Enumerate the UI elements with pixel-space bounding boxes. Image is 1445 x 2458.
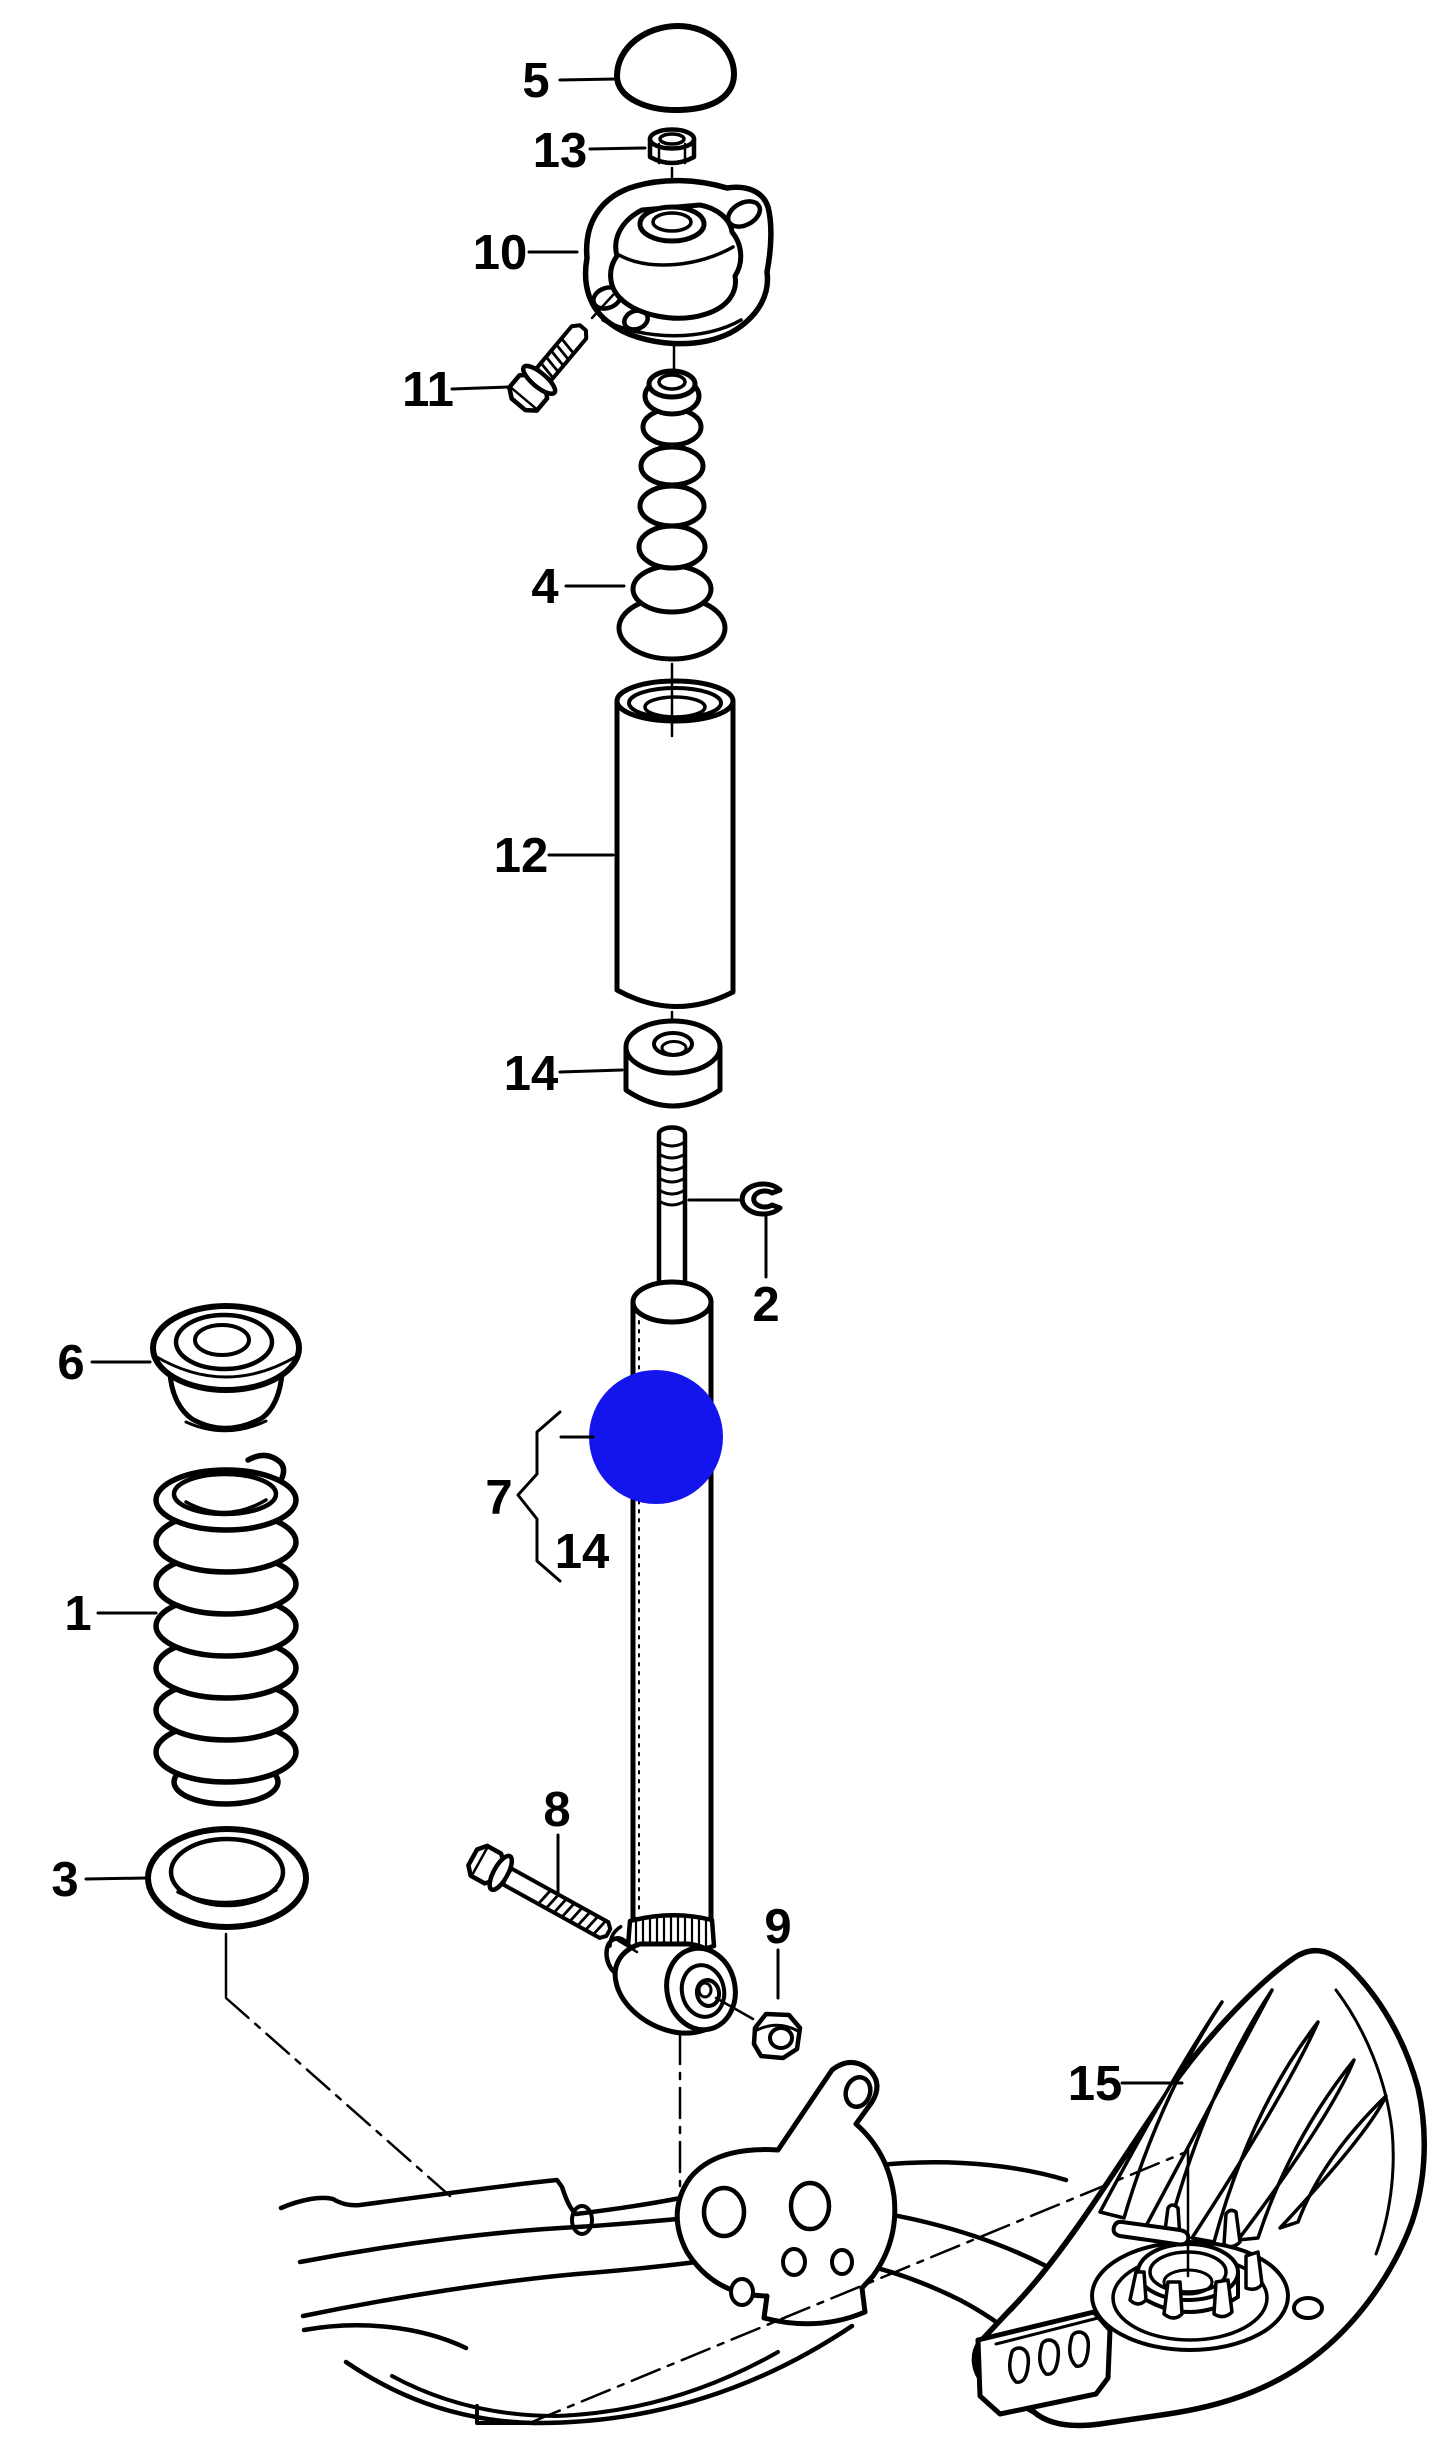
part-10-strut-mount bbox=[582, 177, 774, 374]
centerline-spring-seat bbox=[224, 1996, 452, 2198]
callout-14-upper[interactable]: 14 bbox=[504, 1047, 559, 1101]
part-6-spring-cap bbox=[150, 1303, 302, 1433]
part-15-spring-seat-cover bbox=[971, 1947, 1427, 2429]
callout-13[interactable]: 13 bbox=[533, 124, 588, 178]
callout-4[interactable]: 4 bbox=[531, 560, 558, 614]
callout-7[interactable]: 7 bbox=[485, 1471, 512, 1525]
centerline-beam-to-seat bbox=[530, 2150, 1188, 2424]
bracket-7 bbox=[516, 1410, 562, 1583]
callout-3[interactable]: 3 bbox=[51, 1853, 78, 1907]
leader-14-upper bbox=[558, 1068, 624, 1074]
part-8-bolt bbox=[466, 1843, 639, 1954]
leader-13 bbox=[588, 146, 647, 151]
callout-15[interactable]: 15 bbox=[1068, 2057, 1123, 2111]
callout-6[interactable]: 6 bbox=[57, 1336, 84, 1390]
leader-3 bbox=[84, 1876, 148, 1881]
callout-11[interactable]: 11 bbox=[402, 363, 454, 417]
part-2-circlip bbox=[739, 1181, 783, 1217]
callout-5[interactable]: 5 bbox=[522, 54, 549, 108]
callout-14-lower[interactable]: 14 bbox=[555, 1525, 610, 1579]
part-5-cap bbox=[614, 23, 737, 114]
callout-1[interactable]: 1 bbox=[64, 1587, 91, 1641]
part-1-coil-spring bbox=[153, 1452, 299, 1807]
callout-2[interactable]: 2 bbox=[752, 1278, 779, 1332]
part-9-nut bbox=[714, 1996, 803, 2061]
highlight-marker bbox=[589, 1370, 723, 1504]
callout-12[interactable]: 12 bbox=[494, 829, 549, 883]
callouts: 5 13 10 11 4 12 14 2 7 14 6 1 3 8 9 15 bbox=[51, 54, 1184, 2111]
callout-9[interactable]: 9 bbox=[764, 1900, 791, 1954]
part-11-bolt bbox=[507, 293, 615, 413]
axle-shock-bracket bbox=[674, 2060, 898, 2327]
callout-10[interactable]: 10 bbox=[473, 226, 528, 280]
leader-5 bbox=[558, 77, 618, 82]
part-14-spacer-ring bbox=[623, 1018, 723, 1109]
leader-11 bbox=[450, 385, 512, 391]
part-13-nut bbox=[647, 127, 697, 209]
part-3-spring-seat-ring bbox=[145, 1826, 309, 1998]
callout-8[interactable]: 8 bbox=[543, 1783, 570, 1837]
part-4-bump-stop bbox=[616, 368, 728, 662]
part-7-shock-absorber bbox=[604, 1125, 738, 2036]
part-12-protective-tube bbox=[614, 662, 736, 1028]
